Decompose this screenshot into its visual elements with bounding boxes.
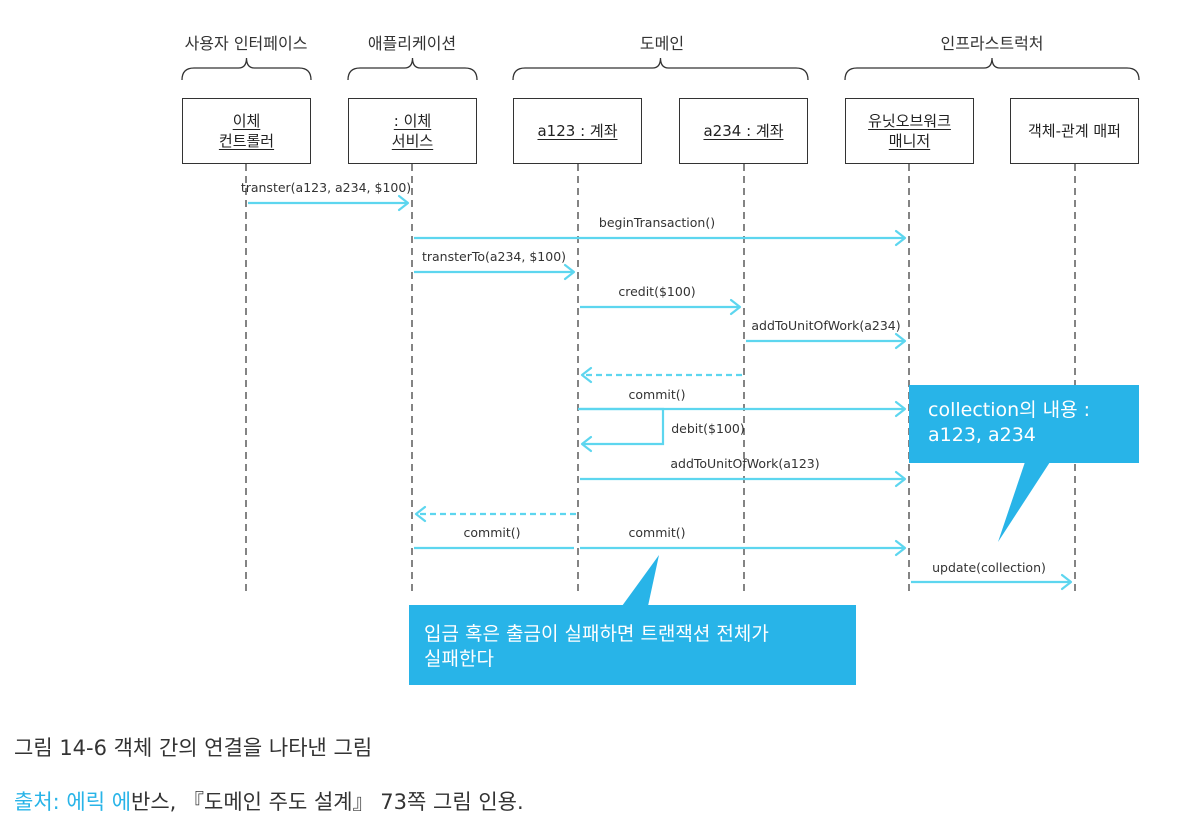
lifeline-object-relational-mapper: 객체-관계 매퍼 bbox=[1010, 98, 1139, 164]
callout-collection-line: a123, a234 bbox=[928, 424, 1036, 446]
layer-title-ui: 사용자 인터페이스 bbox=[184, 34, 308, 53]
message-label-transfer-to: transterTo(a234, $100) bbox=[421, 249, 567, 264]
figure-source-prefix: 출처: 에릭 에 bbox=[14, 790, 132, 814]
message-arrow-8-head bbox=[894, 470, 907, 488]
lifeline-label: 유닛오브워크 bbox=[868, 112, 951, 130]
message-label-credit: credit($100) bbox=[618, 284, 696, 299]
lifeline-account-a123: a123 : 계좌 bbox=[513, 98, 642, 164]
message-label-add-to-uow-a123: addToUnitOfWork(a123) bbox=[670, 456, 820, 471]
layer-brace-2 bbox=[512, 57, 809, 81]
message-label-commit-domain: commit() bbox=[628, 387, 686, 402]
message-label-begin-transaction: beginTransaction() bbox=[598, 215, 716, 230]
message-label-add-to-uow-a234: addToUnitOfWork(a234) bbox=[751, 318, 901, 333]
callout-failure-line: 입금 혹은 출금이 실패하면 트랜잭션 전체가 bbox=[424, 623, 769, 645]
layer-title-application: 애플리케이션 bbox=[367, 34, 457, 53]
callout-failure-tail bbox=[622, 555, 659, 606]
callout-failure-line: 실패한다 bbox=[424, 648, 494, 670]
lifeline-label: a234 : 계좌 bbox=[703, 122, 784, 140]
callout-failure-box bbox=[409, 605, 856, 685]
lifeline-transfer-controller: 이체 컨트롤러 bbox=[182, 98, 311, 164]
lifeline-account-a234: a234 : 계좌 bbox=[679, 98, 808, 164]
lifeline-label: 서비스 bbox=[391, 132, 434, 150]
figure-caption: 그림 14-6 객체 간의 연결을 나타낸 그림 bbox=[14, 736, 373, 760]
lifeline-transfer-service: : 이체 서비스 bbox=[348, 98, 477, 164]
lifeline-label: 객체-관계 매퍼 bbox=[1028, 122, 1121, 140]
message-arrow-1-head bbox=[894, 229, 907, 247]
figure-source-rest: 반스, 『도메인 주도 설계』 73쪽 그림 인용. bbox=[131, 790, 524, 814]
message-arrow-12-head bbox=[1060, 573, 1073, 591]
message-arrow-6-head bbox=[894, 400, 907, 418]
message-arrow-0-head bbox=[397, 194, 410, 212]
message-label-update-collection: update(collection) bbox=[932, 560, 1046, 575]
message-label-commit-uow: commit() bbox=[628, 525, 686, 540]
lifeline-label: 컨트롤러 bbox=[218, 132, 275, 150]
layer-title-domain: 도메인 bbox=[639, 34, 685, 53]
callout-collection: collection의 내용 : a123, a234 bbox=[928, 398, 1090, 448]
callout-collection-line: collection의 내용 : bbox=[928, 399, 1091, 421]
message-arrow-4-head bbox=[894, 332, 907, 350]
message-arrow-11-head bbox=[894, 539, 907, 557]
message-arrow-7-head bbox=[580, 435, 593, 453]
lifeline-label: 매니저 bbox=[888, 132, 931, 150]
layer-brace-1 bbox=[347, 57, 478, 81]
message-arrow-2-head bbox=[563, 263, 576, 281]
callout-collection-tail bbox=[998, 462, 1050, 542]
layer-brace-3 bbox=[844, 57, 1140, 81]
lifeline-unit-of-work-manager: 유닛오브워크 매니저 bbox=[845, 98, 974, 164]
lifeline-label: a123 : 계좌 bbox=[537, 122, 618, 140]
lifeline-label: : 이체 bbox=[393, 112, 432, 130]
message-label-commit-service: commit() bbox=[463, 525, 521, 540]
lifeline-label: 이체 bbox=[232, 112, 261, 130]
message-arrow-7 bbox=[578, 407, 665, 446]
message-arrow-5-head bbox=[580, 366, 593, 384]
message-arrow-3-head bbox=[729, 298, 742, 316]
message-label-transfer: transter(a123, a234, $100) bbox=[240, 180, 412, 195]
message-arrow-9-head bbox=[414, 505, 427, 523]
callout-failure: 입금 혹은 출금이 실패하면 트랜잭션 전체가 실패한다 bbox=[424, 622, 769, 672]
figure-source: 출처: 에릭 에반스, 『도메인 주도 설계』 73쪽 그림 인용. bbox=[14, 786, 524, 816]
callout-collection-box bbox=[909, 385, 1139, 463]
message-label-debit: debit($100) bbox=[671, 421, 745, 436]
layer-title-infrastructure: 인프라스트럭처 bbox=[940, 34, 1044, 53]
layer-brace-0 bbox=[181, 57, 312, 81]
